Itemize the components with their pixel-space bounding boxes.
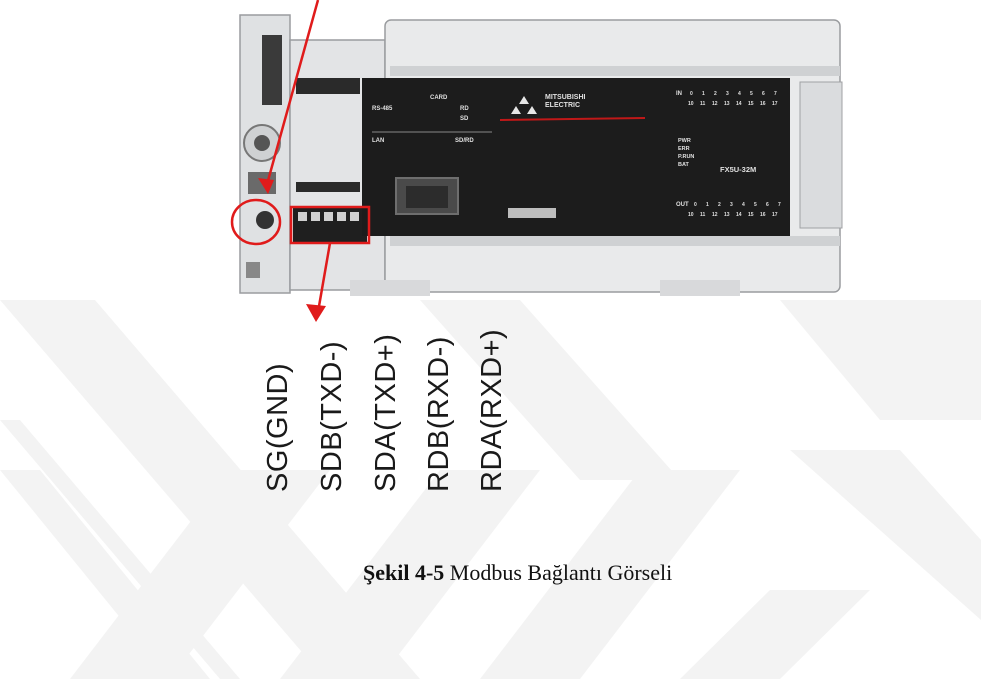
side-circle-core — [254, 135, 270, 151]
in-digit: 5 — [750, 91, 753, 97]
out-digit: 4 — [742, 202, 745, 208]
in-digit-2: 17 — [772, 101, 778, 107]
terminal-screw — [311, 212, 320, 221]
label-lan: LAN — [372, 138, 384, 144]
brand-line2: ELECTRIC — [545, 102, 580, 109]
label-in: IN — [676, 91, 682, 97]
watermark-stripe — [780, 300, 981, 420]
in-digit: 0 — [690, 91, 693, 97]
caption-text: Modbus Bağlantı Görseli — [444, 560, 673, 585]
in-digit: 4 — [738, 91, 741, 97]
terminal-screw — [298, 212, 307, 221]
terminal-label-sda: SDA(TXD+) — [370, 333, 402, 492]
label-sd: SD — [460, 116, 469, 122]
terminal-label-sg: SG(GND) — [262, 362, 294, 492]
status-bat: BAT — [678, 162, 690, 168]
annotation-circle — [230, 198, 282, 246]
terminal-block-top — [296, 78, 360, 94]
in-digit: 7 — [774, 91, 777, 97]
terminal-label-sdb: SDB(TXD-) — [316, 340, 348, 492]
side-port-knob — [256, 211, 274, 229]
in-digit-2: 15 — [748, 101, 754, 107]
out-digit: 7 — [778, 202, 781, 208]
side-connector — [262, 35, 282, 105]
panel-sticker — [508, 208, 556, 218]
figure-caption: Şekil 4-5 Modbus Bağlantı Görseli — [363, 560, 672, 586]
out-digit: 1 — [706, 202, 709, 208]
out-digit-2: 10 — [688, 212, 694, 218]
terminal-block-mid — [296, 182, 360, 192]
status-prun: P.RUN — [678, 154, 694, 160]
out-digit-2: 13 — [724, 212, 730, 218]
terminal-screw — [324, 212, 333, 221]
out-digit-2: 17 — [772, 212, 778, 218]
status-err: ERR — [678, 146, 690, 152]
side-latch — [246, 262, 260, 278]
ethernet-port-inner — [406, 186, 448, 208]
watermark-stripe — [480, 470, 740, 679]
arrow-head-top-icon — [258, 178, 274, 194]
panel-red-line — [499, 117, 646, 121]
in-digit-2: 13 — [724, 101, 730, 107]
terminal-label-rda: RDA(RXD+) — [476, 328, 508, 492]
out-digit-2: 16 — [760, 212, 766, 218]
in-digit: 2 — [714, 91, 717, 97]
terminal-strip-bottom — [390, 236, 840, 246]
out-digit: 0 — [694, 202, 697, 208]
in-digit-2: 11 — [700, 101, 706, 107]
label-sdrd: SD/RD — [455, 138, 474, 144]
in-digit-2: 12 — [712, 101, 718, 107]
in-digit: 1 — [702, 91, 705, 97]
terminal-screw — [337, 212, 346, 221]
out-digit-2: 15 — [748, 212, 754, 218]
out-digit: 3 — [730, 202, 733, 208]
label-card: CARD — [430, 95, 448, 101]
watermark-stripe — [680, 590, 870, 679]
out-digit: 2 — [718, 202, 721, 208]
terminal-strip-top — [390, 66, 840, 76]
right-cover — [799, 81, 843, 229]
model-label: FX5U-32M — [720, 165, 756, 174]
in-digit-2: 16 — [760, 101, 766, 107]
in-digit: 3 — [726, 91, 729, 97]
annotation-arrow-bottom — [316, 242, 332, 313]
out-digit: 5 — [754, 202, 757, 208]
in-digit-2: 10 — [688, 101, 694, 107]
out-digit-2: 14 — [736, 212, 742, 218]
mitsubishi-logo-icon — [511, 96, 537, 114]
foot-left — [350, 280, 430, 296]
out-digit-2: 11 — [700, 212, 706, 218]
label-rs485: RS-485 — [372, 106, 393, 112]
terminal-screw — [350, 212, 359, 221]
terminal-label-rdb: RDB(RXD-) — [423, 336, 455, 492]
arrow-head-bottom-icon — [306, 304, 326, 322]
watermark-stripe — [420, 300, 680, 480]
in-digit: 6 — [762, 91, 765, 97]
out-digit-2: 12 — [712, 212, 718, 218]
in-digit-2: 14 — [736, 101, 742, 107]
watermark-stripe — [70, 470, 330, 679]
watermark-stripe — [790, 450, 981, 620]
brand-line1: MITSUBISHI — [545, 94, 586, 101]
status-pwr: PWR — [678, 138, 691, 144]
label-rd: RD — [460, 106, 469, 112]
foot-right — [660, 280, 740, 296]
out-digit: 6 — [766, 202, 769, 208]
annotation-arrow-top — [264, 0, 320, 189]
watermark-stripe — [280, 470, 540, 679]
label-out: OUT — [676, 202, 689, 208]
watermark-stripe — [0, 300, 420, 679]
caption-number: Şekil 4-5 — [363, 560, 445, 585]
